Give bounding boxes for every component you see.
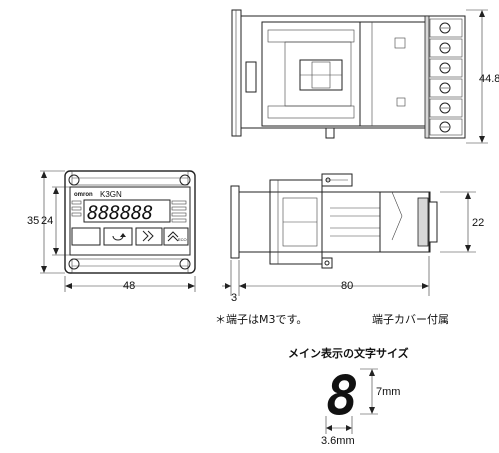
top-view: 44.8 — [231, 9, 499, 144]
char-size-detail: 8 7mm 3.6mm — [321, 364, 400, 447]
char-width-dim: 3.6mm — [321, 435, 355, 447]
up-key-icon — [167, 231, 179, 242]
side-height-dim: 22 — [472, 217, 484, 229]
side-view: 22 3 80 — [222, 173, 484, 304]
display-digits: 888888 — [87, 202, 153, 224]
notes: ＊端子はM3です。 端子カバー付属 メイン表示の文字サイズ — [215, 313, 449, 360]
char-digit: 8 — [326, 364, 359, 427]
front-view: omron K3GN 888888 ECO 35 — [27, 170, 196, 292]
model-label: K3GN — [100, 190, 122, 199]
front-height-dim: 24 — [41, 215, 53, 227]
top-view-height-dim: 44.8 — [479, 73, 499, 85]
terminal-screws — [429, 18, 463, 136]
key-hint-label: ECO — [178, 237, 187, 242]
terminal-note: ＊端子はM3です。 — [215, 313, 307, 326]
front-width-dim: 48 — [123, 280, 135, 292]
shift-key-icon — [142, 230, 154, 242]
front-depth-dim: 35 — [27, 215, 39, 227]
brand-label: omron — [74, 192, 93, 198]
side-depth-dim: 80 — [341, 280, 353, 292]
char-height-dim: 7mm — [376, 386, 400, 398]
char-size-title: メイン表示の文字サイズ — [288, 346, 409, 360]
cover-note: 端子カバー付属 — [372, 313, 449, 326]
cycle-key-icon — [112, 235, 124, 241]
side-left-dim: 3 — [231, 292, 237, 304]
